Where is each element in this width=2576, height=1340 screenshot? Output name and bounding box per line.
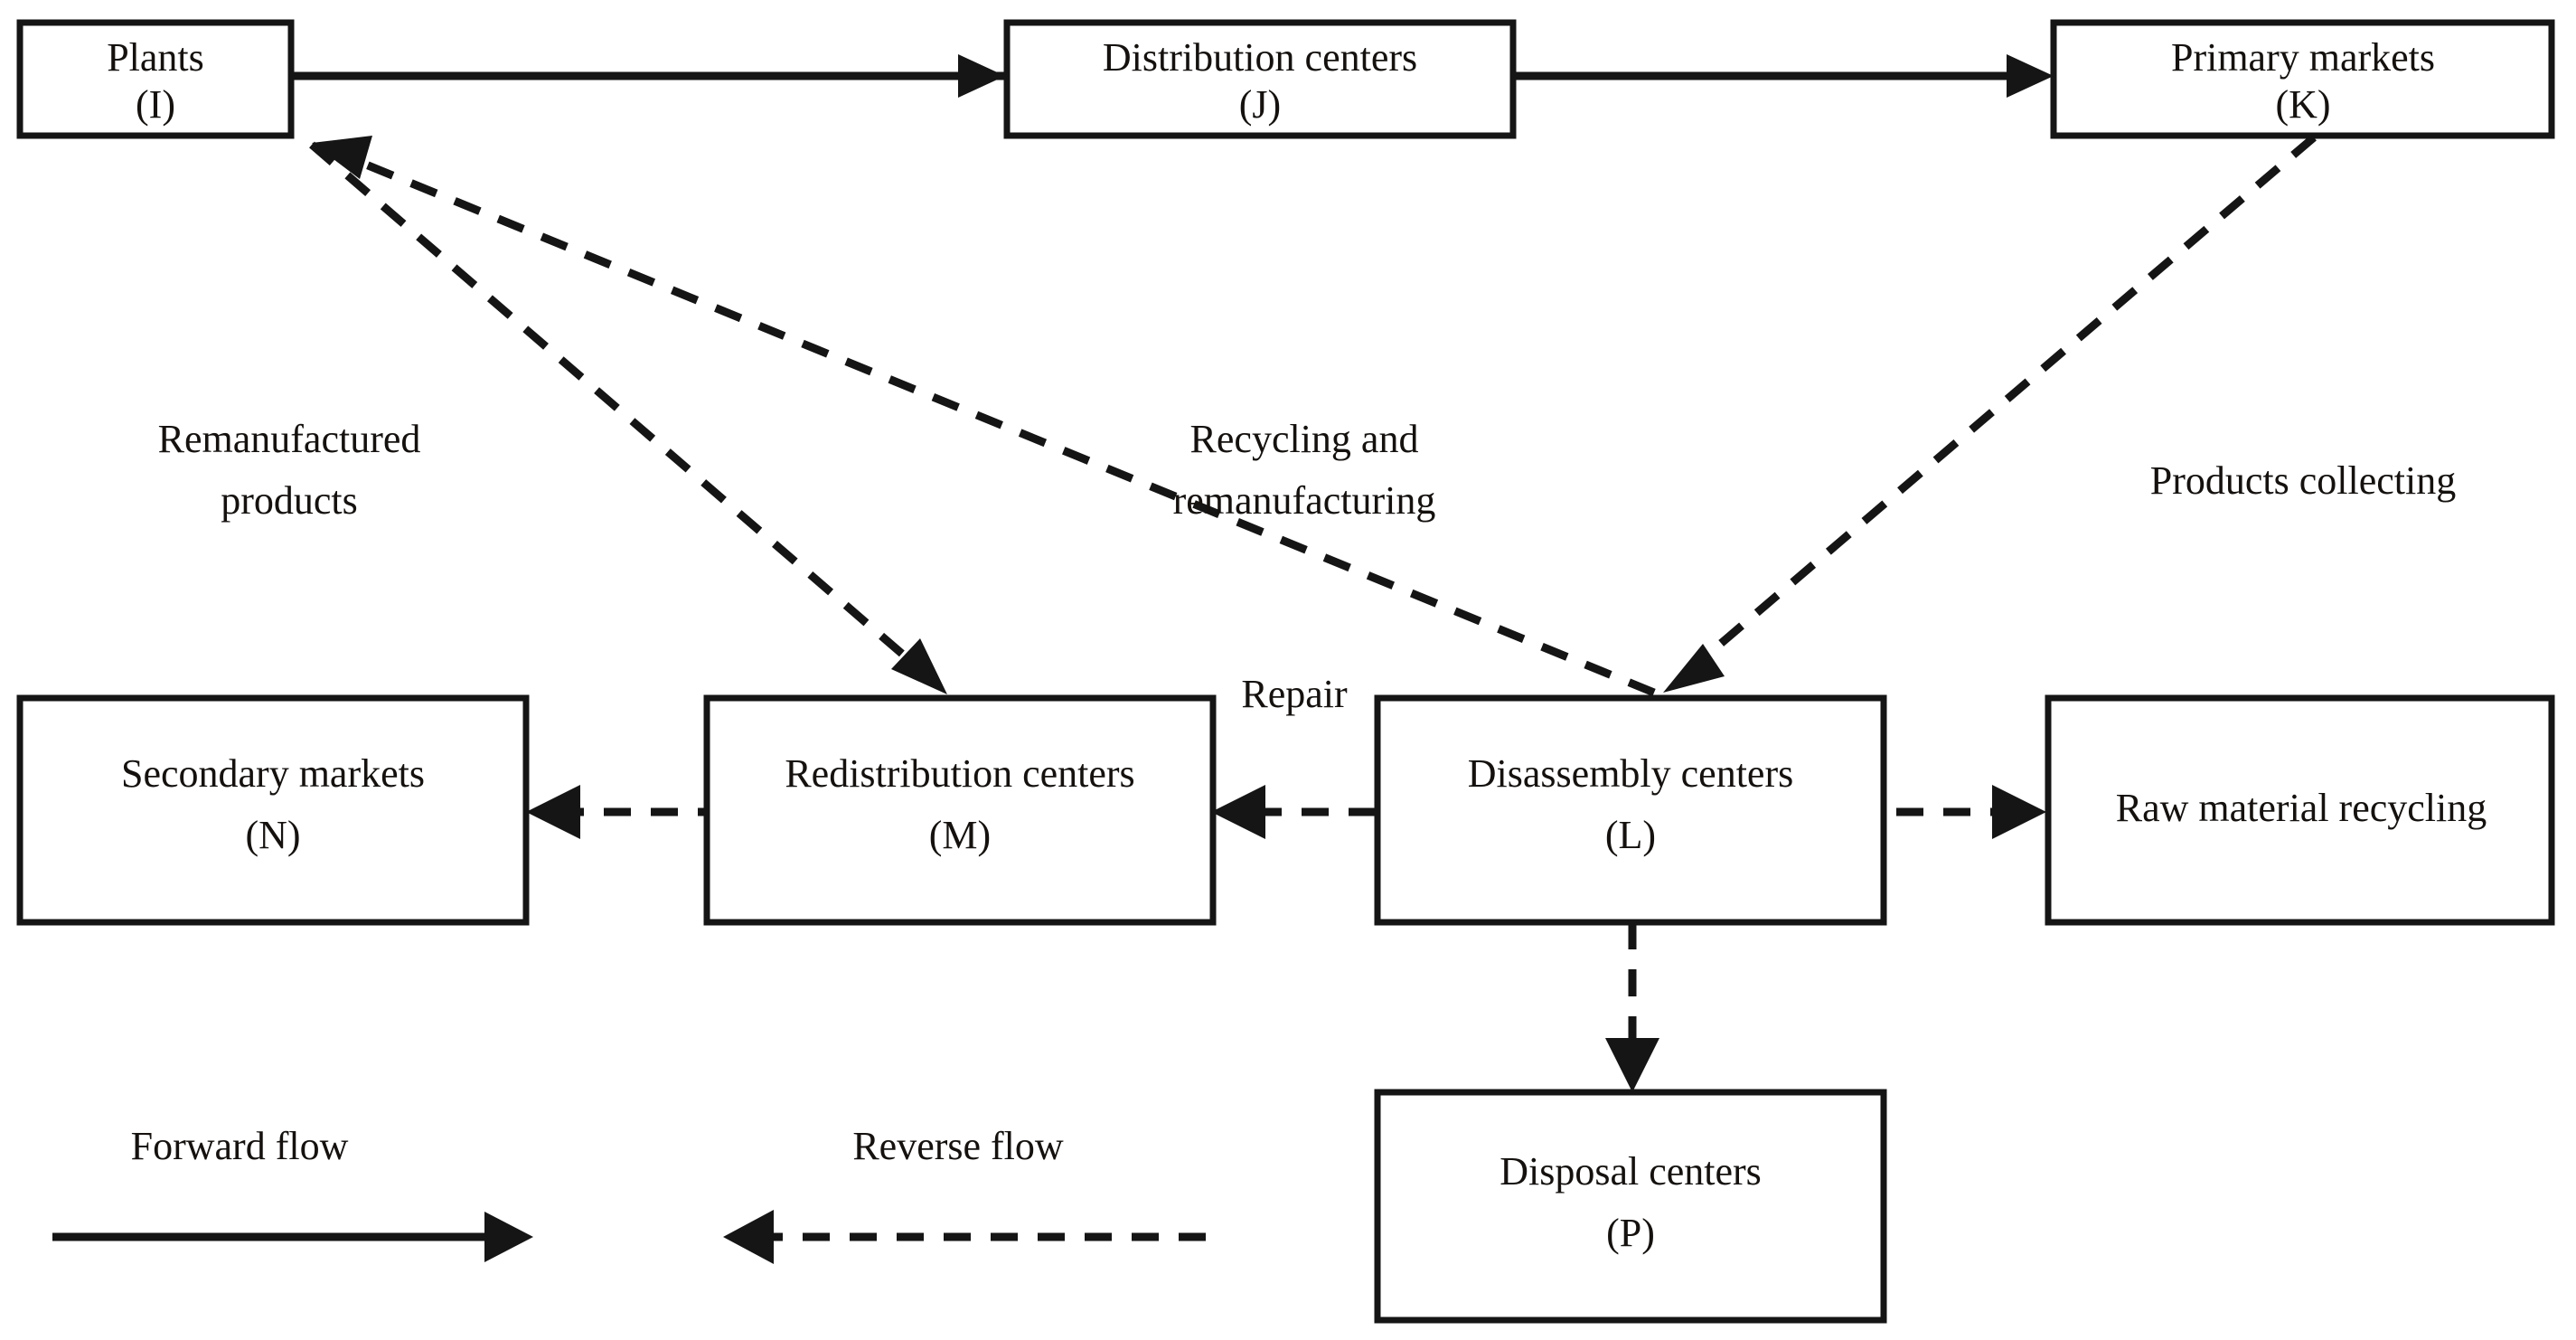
edge-label-products-collecting: Products collecting [2150,458,2457,503]
legend-forward-flow-label: Forward flow [131,1124,349,1168]
legend-reverse-flow: Reverse flow [723,1124,1206,1264]
node-plants[interactable]: Plants (I) [16,19,295,139]
arrowhead-icon [312,136,372,179]
edge-label-recycling-and-remanufacturing: Recycling and remanufacturing [1173,417,1436,523]
node-distribution-centers-line1: Distribution centers [1103,35,1417,80]
node-disposal-centers-line2: (P) [1606,1211,1655,1255]
legend-forward-flow: Forward flow [52,1124,533,1262]
arrowhead-icon [1992,785,2046,839]
edge-label-remanufactured-products-line1: Remanufactured [158,417,421,461]
arrowhead-icon [526,785,580,839]
edge-label-remanufactured-products-line2: products [221,478,358,523]
node-secondary-markets-line2: (N) [245,813,300,857]
arrowhead-icon [2007,54,2054,98]
node-raw-material-recycling-line1: Raw material recycling [2116,786,2487,830]
arrowhead-icon [484,1212,533,1262]
edge-label-recycling-line2: remanufacturing [1173,478,1436,523]
arrowhead-icon [1211,785,1265,839]
edge-plants-to-redistribution [309,141,947,694]
arrowhead-icon [723,1210,774,1264]
edge-disassembly-to-raw-material-recycling [1896,785,2046,839]
edge-label-products-collecting-line1: Products collecting [2150,458,2457,503]
legend-reverse-flow-label: Reverse flow [852,1124,1064,1168]
node-disassembly-centers-line2: (L) [1605,813,1656,857]
edge-disassembly-to-redistribution [1211,785,1376,839]
edge-label-remanufactured-products: Remanufactured products [158,417,421,523]
node-primary-markets[interactable]: Primary markets (K) [2050,19,2555,139]
node-disassembly-centers[interactable]: Disassembly centers (L) [1374,694,1887,926]
node-disposal-centers[interactable]: Disposal centers (P) [1374,1089,1887,1324]
node-redistribution-centers-line2: (M) [929,813,991,857]
edge-disassembly-to-disposal [1605,922,1659,1092]
node-primary-markets-line2: (K) [2275,82,2330,127]
node-plants-line2: (I) [136,82,175,127]
node-disposal-centers-line1: Disposal centers [1500,1149,1762,1194]
edge-primary-markets-to-disassembly [1663,134,2317,693]
node-redistribution-centers[interactable]: Redistribution centers (M) [703,694,1217,926]
arrowhead-icon [1605,1038,1659,1092]
node-primary-markets-line1: Primary markets [2171,35,2435,80]
node-secondary-markets-line1: Secondary markets [121,751,425,796]
arrowhead-icon [1663,644,1725,693]
edge-label-repair: Repair [1241,672,1348,716]
node-raw-material-recycling[interactable]: Raw material recycling [2045,694,2555,926]
node-distribution-centers[interactable]: Distribution centers (J) [1003,19,1517,139]
arrowhead-icon [891,638,947,694]
node-secondary-markets[interactable]: Secondary markets (N) [16,694,530,926]
edge-label-recycling-line1: Recycling and [1190,417,1419,461]
node-distribution-centers-line2: (J) [1239,82,1281,127]
node-disassembly-centers-line1: Disassembly centers [1468,751,1793,796]
edge-disassembly-to-plants [312,136,1656,697]
node-plants-line1: Plants [107,35,204,80]
node-redistribution-centers-line1: Redistribution centers [785,751,1134,796]
edge-label-repair-line1: Repair [1241,672,1348,716]
